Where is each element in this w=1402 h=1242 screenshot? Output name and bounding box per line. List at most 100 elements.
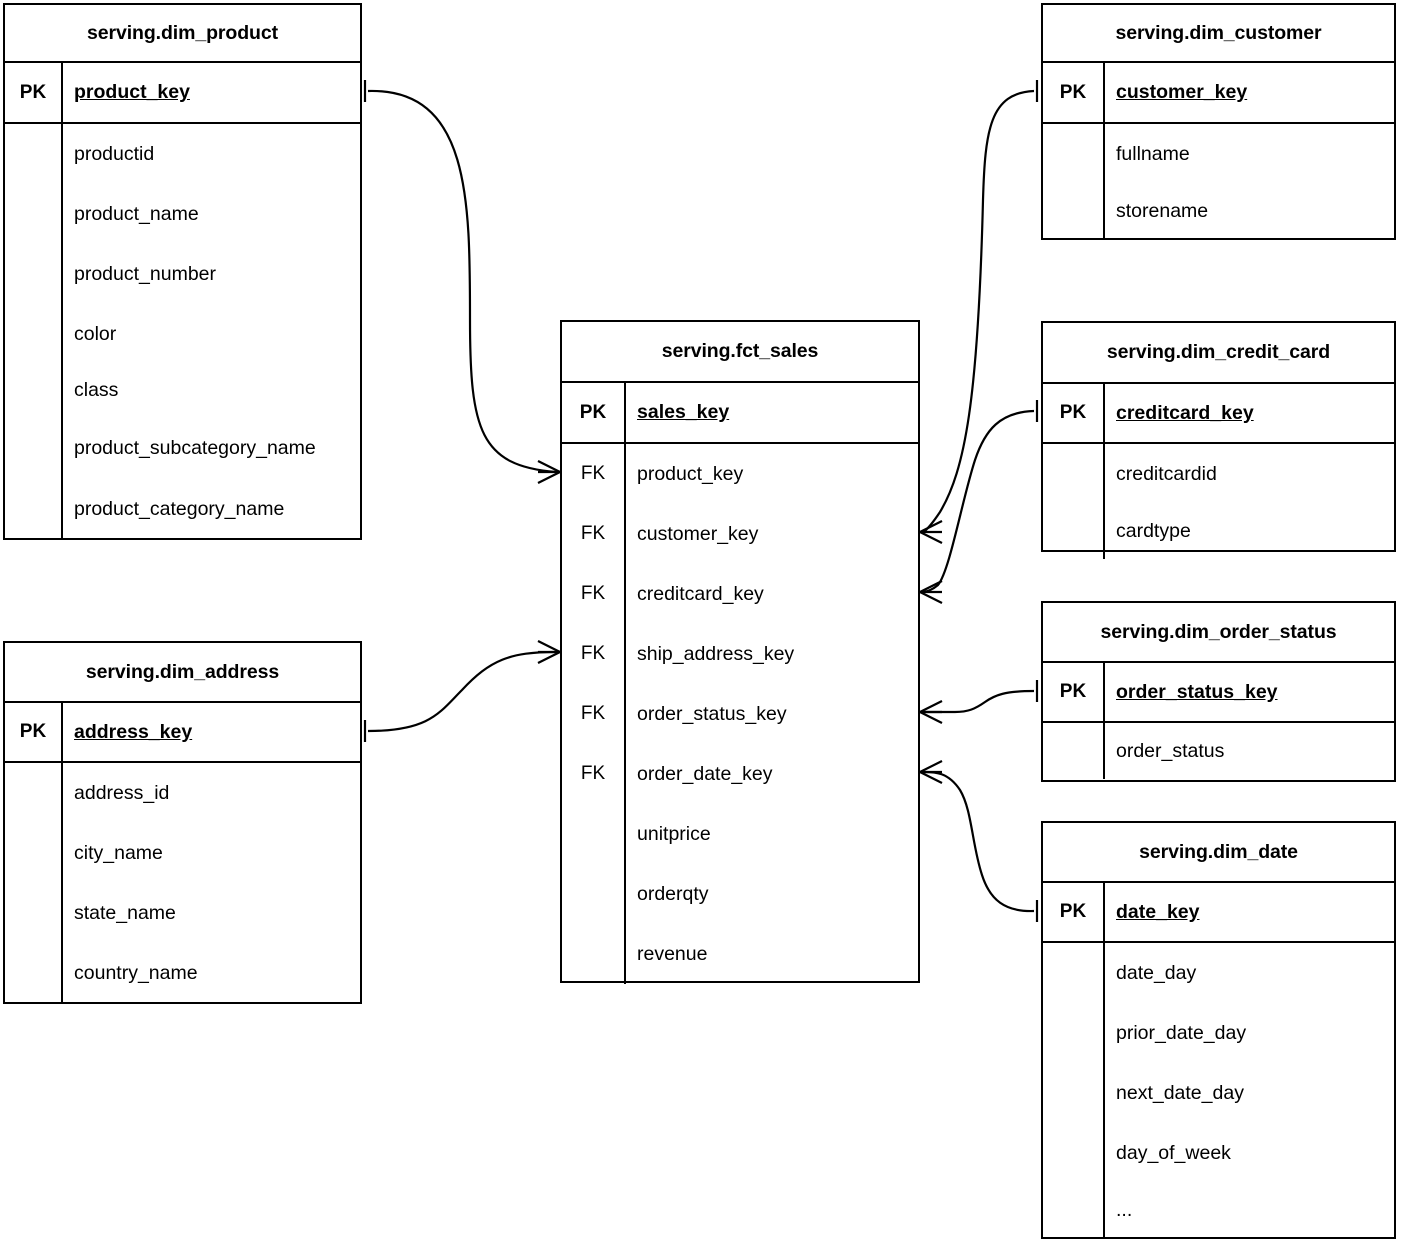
field-row[interactable]: unitprice (562, 804, 918, 864)
field-name: ... (1116, 1199, 1133, 1222)
cardinality-many-prong (919, 700, 943, 713)
field-name: sales_key (637, 401, 730, 424)
field-row[interactable]: next_date_day (1043, 1063, 1394, 1123)
field-name: city_name (74, 841, 163, 864)
foreign-key-label: FK (562, 684, 626, 744)
field-row[interactable]: product_subcategory_name (5, 417, 360, 479)
field-name: day_of_week (1116, 1141, 1231, 1164)
relationship-address-to-sales (363, 640, 561, 742)
field-name: color (74, 322, 117, 345)
field-name: customer_key (1116, 81, 1248, 104)
field-row[interactable]: date_day (1043, 943, 1394, 1003)
field-row[interactable]: class (5, 364, 360, 417)
field-row[interactable]: product_category_name (5, 479, 360, 539)
field-row[interactable]: prior_date_day (1043, 1003, 1394, 1063)
cardinality-many-prong (537, 460, 561, 473)
key-cell-empty (1043, 1063, 1105, 1123)
field-name: cardtype (1116, 520, 1191, 543)
field-row[interactable]: state_name (5, 883, 360, 943)
field-name: date_day (1116, 961, 1197, 984)
relationship-line (924, 689, 1035, 714)
field-name: productid (74, 142, 155, 165)
key-cell-empty (5, 244, 63, 304)
cardinality-many-prong (919, 580, 943, 593)
entity-title: serving.dim_address (5, 643, 360, 703)
field-row[interactable]: day_of_week (1043, 1123, 1394, 1183)
field-row[interactable]: order_status (1043, 723, 1394, 779)
primary-key-label: PK (562, 383, 626, 442)
key-cell-empty (562, 804, 626, 864)
relationship-line (367, 650, 557, 733)
foreign-key-label: FK (562, 624, 626, 684)
field-name: state_name (74, 901, 176, 924)
field-row[interactable]: ... (1043, 1183, 1394, 1238)
foreign-key-label: FK (562, 444, 626, 504)
field-row[interactable]: revenue (562, 924, 918, 984)
key-cell-empty (1043, 1183, 1105, 1238)
key-cell-empty (5, 883, 63, 943)
field-row[interactable]: city_name (5, 823, 360, 883)
field-name: class (74, 379, 119, 402)
field-row[interactable]: address_id (5, 763, 360, 823)
cardinality-many-prong (919, 771, 943, 784)
field-name: order_status (1116, 739, 1225, 762)
entity-title: serving.dim_date (1043, 823, 1394, 883)
primary-key-label: PK (1043, 384, 1105, 442)
entity-title: serving.dim_product (5, 5, 360, 63)
entity-title: serving.fct_sales (562, 322, 918, 383)
field-row[interactable]: orderqty (562, 864, 918, 924)
cardinality-many-prong (537, 640, 561, 653)
key-cell-empty (1043, 124, 1105, 184)
field-name: order_date_key (637, 762, 773, 785)
field-row[interactable]: product_name (5, 184, 360, 244)
field-name: product_number (74, 262, 217, 285)
relationship-line (923, 409, 1035, 594)
relationship-line (923, 770, 1035, 913)
field-row[interactable]: storename (1043, 184, 1394, 239)
field-row[interactable]: creditcardid (1043, 444, 1394, 504)
field-row[interactable]: country_name (5, 943, 360, 1003)
key-cell-empty (1043, 184, 1105, 239)
key-cell-empty (1043, 1003, 1105, 1063)
primary-key-label: PK (5, 63, 63, 122)
field-row[interactable]: fullname (1043, 124, 1394, 184)
field-name: fullname (1116, 142, 1190, 165)
relationship-product-to-sales (363, 80, 561, 484)
field-row[interactable]: color (5, 304, 360, 364)
key-cell-empty (1043, 723, 1105, 779)
entity-title: serving.dim_order_status (1043, 603, 1394, 663)
key-cell-empty (5, 417, 63, 479)
field-row[interactable]: cardtype (1043, 504, 1394, 559)
field-row[interactable]: PK sales_key (562, 383, 918, 444)
field-row[interactable]: productid (5, 124, 360, 184)
cardinality-many-prong (919, 531, 943, 544)
field-name: product_subcategory_name (74, 436, 316, 459)
field-name: prior_date_day (1116, 1021, 1247, 1044)
field-row[interactable]: product_number (5, 244, 360, 304)
key-cell-empty (1043, 504, 1105, 559)
